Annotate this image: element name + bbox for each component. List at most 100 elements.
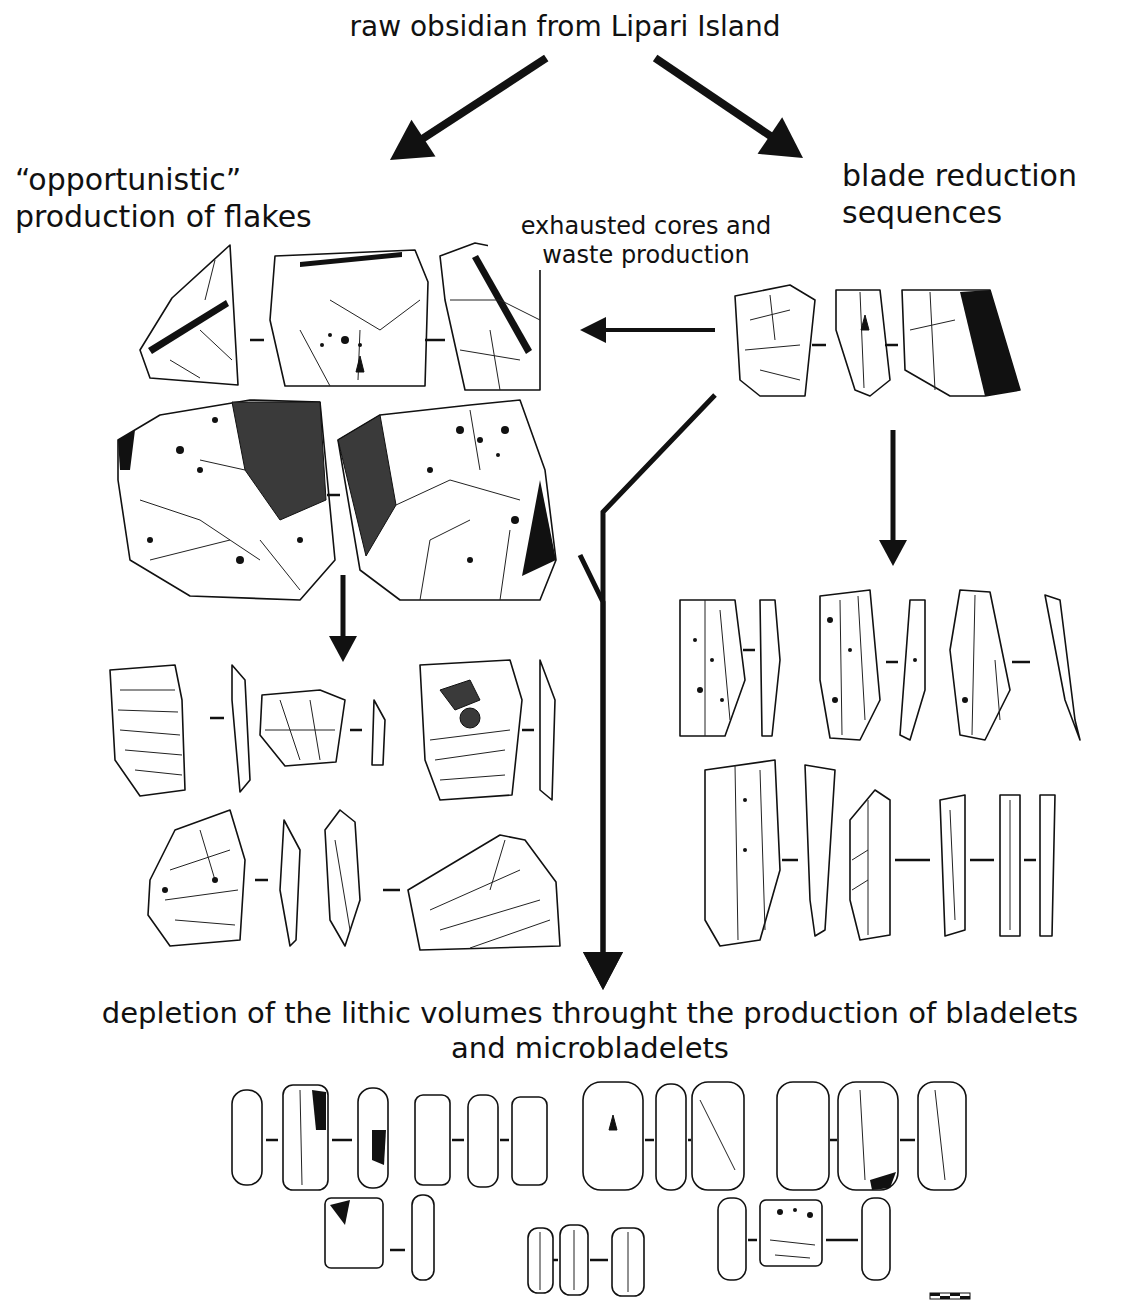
lithic-drawing	[862, 1198, 890, 1280]
lithic-line	[266, 1139, 278, 1142]
lithic-line	[826, 1239, 858, 1242]
lithic-drawing	[512, 1097, 547, 1185]
source-heading: raw obsidian from Lipari Island	[250, 4, 883, 56]
lithic-drawing	[705, 600, 730, 736]
lithic-drawing	[338, 400, 556, 600]
lithic-line	[390, 1249, 405, 1252]
lithic-drawing	[710, 658, 714, 662]
lithic-group	[148, 810, 560, 950]
lithic-drawing	[300, 252, 402, 267]
lithic-drawing	[827, 617, 833, 623]
lithic-drawing	[283, 1085, 328, 1190]
lithic-drawing	[836, 290, 890, 396]
lithic-drawing	[852, 800, 868, 935]
lithic-line	[255, 879, 268, 882]
arrow-head	[580, 317, 606, 343]
lithic-drawing	[427, 467, 433, 473]
lithic-drawing	[760, 600, 780, 736]
arrow-line	[601, 328, 715, 332]
lithic-drawing	[680, 600, 745, 736]
lithic-line	[590, 1259, 608, 1262]
lithic-drawing	[165, 830, 238, 925]
branch-heading: blade reduction sequences	[715, 155, 1128, 960]
lithic-drawing	[900, 600, 925, 740]
lithic-drawing	[1010, 800, 1011, 930]
lithic-drawing	[718, 1198, 746, 1280]
arrow-head	[583, 952, 623, 990]
lithic-drawing	[396, 410, 520, 600]
lithic-drawing	[297, 537, 303, 543]
lithic-drawing	[870, 1172, 896, 1190]
lithic-drawing	[232, 402, 326, 520]
lithic-line	[830, 1139, 837, 1142]
lithic-drawing	[328, 333, 332, 337]
arrow-label: exhausted cores and waste production	[488, 212, 804, 270]
lithic-drawing	[232, 1090, 262, 1185]
branch-heading: “opportunistic” production of flakes	[10, 160, 580, 960]
lithic-drawing	[265, 700, 335, 760]
lithic-drawing	[147, 537, 153, 543]
lithic-drawing	[860, 292, 864, 388]
lithic-drawing	[940, 1296, 950, 1299]
lithic-drawing	[950, 1293, 960, 1296]
lithic-drawing	[460, 708, 480, 728]
lithic-drawing	[140, 245, 238, 385]
lithic-line	[645, 1139, 654, 1142]
lithic-line	[886, 661, 898, 664]
lithic-drawing	[110, 665, 185, 796]
lithic-line	[332, 1139, 352, 1142]
lithic-line	[350, 729, 362, 732]
lithic-drawing	[861, 315, 869, 330]
lithic-line	[425, 339, 445, 342]
lithic-drawing	[910, 292, 955, 390]
arrow-head	[390, 120, 436, 160]
lithic-line	[210, 717, 224, 720]
lithic-drawing	[918, 1082, 966, 1190]
lithic-drawing	[950, 810, 955, 920]
lithic-drawing	[1000, 795, 1020, 936]
lithic-drawing	[960, 1296, 970, 1299]
lithic-drawing	[940, 795, 965, 936]
lithic-drawing	[312, 1090, 326, 1130]
lithic-drawing	[118, 430, 135, 470]
arrow-head	[583, 952, 623, 990]
lithic-line	[891, 430, 896, 542]
lithic-drawing	[440, 680, 480, 710]
lithic-drawing	[705, 760, 780, 946]
lithic-group	[110, 660, 555, 800]
lithic-drawing	[950, 590, 1010, 740]
lithic-line	[688, 1139, 691, 1142]
stage-label: “opportunistic” production of flakes	[15, 162, 385, 235]
lithic-drawing	[430, 730, 510, 780]
lithic-drawing	[236, 556, 244, 564]
lithic-drawing	[777, 1209, 783, 1215]
lithic-line	[250, 339, 264, 342]
lithic-drawing	[270, 250, 428, 386]
lithic-drawing	[176, 446, 184, 454]
lithic-drawing	[1040, 795, 1055, 936]
lithic-drawing	[118, 400, 335, 600]
lithic-drawing	[697, 687, 703, 693]
lithic-drawing	[540, 660, 555, 800]
lithic-drawing	[358, 1088, 388, 1188]
lithic-drawing	[118, 690, 182, 775]
lithic-drawing	[232, 665, 250, 792]
lithic-line	[1012, 661, 1030, 664]
lithic-drawing	[501, 426, 509, 434]
lithic-drawing	[330, 1200, 350, 1225]
lithic-line	[553, 1259, 558, 1262]
lithic-drawing	[1045, 595, 1080, 740]
lithic-drawing	[450, 300, 540, 390]
flow-arrow	[583, 395, 715, 990]
lithic-drawing	[972, 595, 1000, 735]
arrow-line	[580, 555, 603, 960]
lithic-drawing	[356, 356, 364, 372]
lithic-drawing	[743, 848, 747, 852]
lithic-drawing	[477, 437, 483, 443]
lithic-drawing	[793, 1208, 797, 1212]
lithic-drawing	[212, 877, 218, 883]
lithic-group	[325, 1195, 890, 1296]
lithic-drawing	[820, 590, 880, 740]
lithic-line	[500, 1139, 509, 1142]
lithic-group	[735, 285, 1020, 396]
